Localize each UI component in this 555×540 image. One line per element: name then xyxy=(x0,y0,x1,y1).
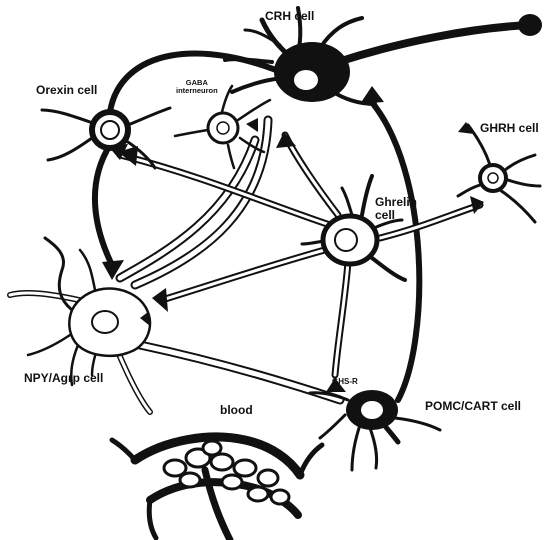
npy-projections xyxy=(10,120,340,412)
ghrelin-projections xyxy=(120,135,480,375)
ghrelin-cell-label: Ghrelin cell xyxy=(375,196,417,221)
npy-agrp-cell xyxy=(28,238,150,385)
blood-vessels xyxy=(112,437,322,540)
pomc-cart-cell-label: POMC/CART cell xyxy=(425,400,521,413)
pomc-cart-cell xyxy=(310,390,440,470)
gaba-label-line2: interneuron xyxy=(176,87,218,95)
blood-label: blood xyxy=(220,404,253,417)
ghrelin-label-line1: Ghrelin xyxy=(375,196,417,209)
ghrh-cell-label: GHRH cell xyxy=(480,122,539,135)
synapse-terminals xyxy=(102,70,484,392)
orexin-cell xyxy=(42,108,170,168)
ghs-r-label: GHS-R xyxy=(332,378,358,386)
gaba-interneuron-label: GABA interneuron xyxy=(176,79,218,95)
ghrelin-label-line2: cell xyxy=(375,209,417,222)
crh-cell-label: CRH cell xyxy=(265,10,314,23)
orexin-cell-label: Orexin cell xyxy=(36,84,97,97)
npy-agrp-cell-label: NPY/Agrp cell xyxy=(24,372,103,385)
